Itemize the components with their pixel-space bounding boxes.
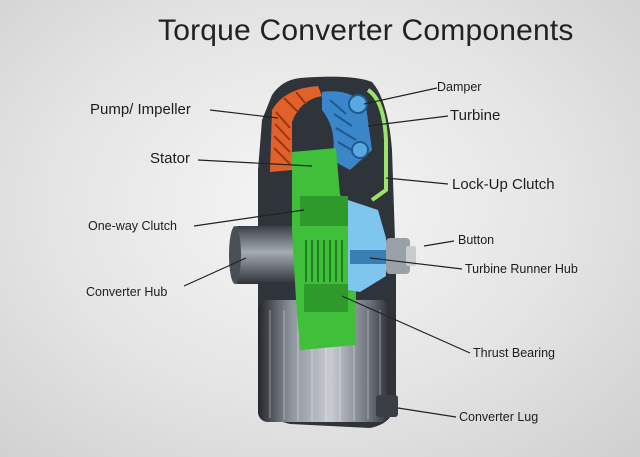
oneway-clutch-part [300, 196, 348, 226]
label-converter-hub: Converter Hub [86, 285, 168, 299]
label-turbine-runner-hub: Turbine Runner Hub [465, 262, 578, 276]
label-thrust-bearing: Thrust Bearing [473, 346, 555, 360]
label-converter-lug: Converter Lug [459, 410, 539, 424]
label-stator: Stator [150, 150, 191, 167]
converter-hub [229, 226, 302, 284]
label-lockup-clutch: Lock-Up Clutch [452, 176, 555, 193]
thrust-bearing-part [304, 284, 348, 312]
label-button: Button [458, 233, 495, 247]
page-title: Torque Converter Components [158, 14, 574, 47]
leader-lines [183, 87, 471, 418]
lower-casing [258, 300, 390, 422]
button-part [386, 238, 416, 274]
damper-spring [348, 94, 368, 114]
label-pump-impeller: Pump/ Impeller [90, 101, 191, 118]
label-oneway-clutch: One-way Clutch [88, 219, 177, 233]
converter-lug-part [376, 395, 398, 417]
label-turbine: Turbine [450, 107, 501, 124]
pump-impeller [270, 86, 322, 172]
label-damper: Damper [437, 80, 482, 94]
stator-assembly [292, 148, 356, 350]
lockup-clutch [366, 88, 388, 202]
